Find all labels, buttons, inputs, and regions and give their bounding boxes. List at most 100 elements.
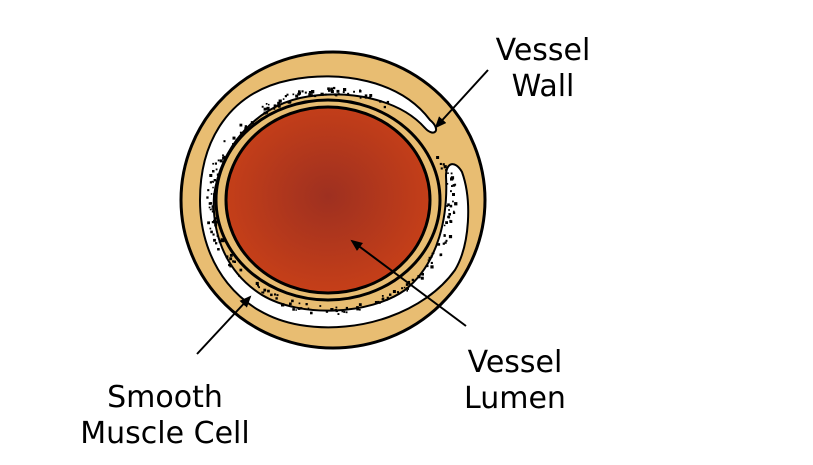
muscle-dot: [443, 163, 445, 165]
muscle-dot: [343, 91, 345, 93]
muscle-dot: [453, 211, 455, 213]
muscle-dot: [443, 243, 445, 245]
muscle-dot: [267, 290, 270, 293]
muscle-dot: [379, 100, 381, 102]
muscle-dot: [429, 257, 431, 259]
muscle-dot: [300, 307, 303, 310]
muscle-dot: [209, 174, 212, 177]
muscle-dot: [288, 101, 291, 104]
muscle-dot: [212, 210, 214, 212]
muscle-dot: [401, 287, 403, 289]
muscle-dot: [449, 235, 452, 238]
muscle-dot: [220, 159, 223, 162]
muscle-dot: [226, 255, 229, 258]
muscle-dot: [238, 275, 240, 277]
muscle-dot: [426, 265, 428, 267]
muscle-dot: [375, 301, 378, 304]
muscle-dot: [441, 167, 443, 169]
muscle-dot: [308, 93, 311, 96]
muscle-dot: [262, 292, 264, 294]
muscle-dot: [274, 104, 277, 107]
muscle-dot: [384, 106, 386, 108]
muscle-dot: [240, 132, 242, 134]
muscle-dot: [215, 242, 217, 244]
muscle-dot: [452, 193, 454, 195]
muscle-dot: [295, 95, 298, 98]
muscle-dot: [343, 88, 346, 91]
muscle-dot: [333, 87, 335, 89]
muscle-dot: [228, 264, 230, 266]
muscle-dot: [213, 220, 216, 223]
muscle-dot: [268, 104, 270, 106]
muscle-dot: [291, 300, 294, 303]
muscle-dot: [274, 293, 276, 295]
muscle-dot: [359, 309, 361, 311]
muscle-dot: [404, 287, 406, 289]
vessel-lumen-label: Vessel Lumen: [440, 345, 590, 417]
muscle-dot: [436, 156, 439, 159]
muscle-dot: [319, 305, 321, 307]
muscle-dot: [342, 311, 344, 313]
vessel-lumen-label-line1: Vessel: [440, 345, 590, 381]
muscle-dot: [444, 165, 447, 168]
muscle-dot: [224, 140, 226, 142]
muscle-dot: [336, 307, 338, 309]
muscle-dot: [281, 303, 284, 306]
muscle-dot: [210, 231, 213, 234]
muscle-dot: [445, 169, 447, 171]
muscle-dot: [213, 181, 215, 183]
muscle-dot: [327, 87, 330, 90]
muscle-dot: [346, 307, 348, 309]
vessel-lumen: [226, 107, 430, 293]
muscle-dot: [207, 189, 209, 191]
muscle-dot: [209, 207, 211, 209]
muscle-dot: [444, 225, 446, 227]
muscle-dot: [382, 295, 384, 297]
muscle-dot: [218, 160, 220, 162]
muscle-dot: [397, 291, 399, 293]
muscle-dot: [240, 269, 243, 272]
muscle-dot: [444, 234, 446, 236]
muscle-dot: [278, 105, 281, 108]
muscle-dot: [277, 294, 279, 296]
muscle-dot: [215, 163, 217, 165]
muscle-dot: [289, 303, 292, 306]
muscle-dot: [387, 297, 389, 299]
muscle-dot: [406, 290, 408, 292]
muscle-dot: [379, 302, 381, 304]
muscle-dot: [450, 220, 453, 223]
muscle-dot: [330, 308, 333, 311]
muscle-dot: [240, 124, 243, 127]
muscle-dot: [210, 228, 212, 230]
muscle-dot: [343, 311, 345, 313]
muscle-dot: [337, 90, 340, 93]
muscle-dot: [270, 294, 273, 297]
muscle-dot: [267, 107, 270, 110]
muscle-dot: [417, 275, 420, 278]
muscle-dot: [421, 273, 424, 276]
muscle-dot: [302, 90, 304, 92]
muscle-dot: [336, 310, 339, 313]
muscle-dot: [258, 286, 260, 288]
muscle-dot: [447, 216, 450, 219]
muscle-dot: [338, 93, 340, 95]
muscle-dot: [293, 94, 295, 96]
muscle-dot: [385, 299, 387, 301]
muscle-dot: [306, 303, 308, 305]
muscle-dot: [359, 89, 361, 91]
muscle-dot: [217, 249, 219, 251]
muscle-dot: [207, 221, 210, 224]
muscle-dot: [440, 254, 442, 256]
muscle-dot: [412, 279, 414, 281]
muscle-dot: [451, 185, 453, 187]
muscle-dot: [212, 170, 215, 173]
muscle-dot: [359, 303, 362, 306]
muscle-dot: [356, 308, 359, 311]
muscle-dot: [217, 235, 219, 237]
muscle-dot: [445, 221, 448, 224]
muscle-dot: [421, 277, 424, 280]
muscle-dot: [365, 97, 367, 99]
muscle-dot: [360, 97, 362, 99]
smooth-muscle-cell-label-line1: Smooth: [50, 380, 280, 416]
muscle-dot: [299, 303, 301, 305]
